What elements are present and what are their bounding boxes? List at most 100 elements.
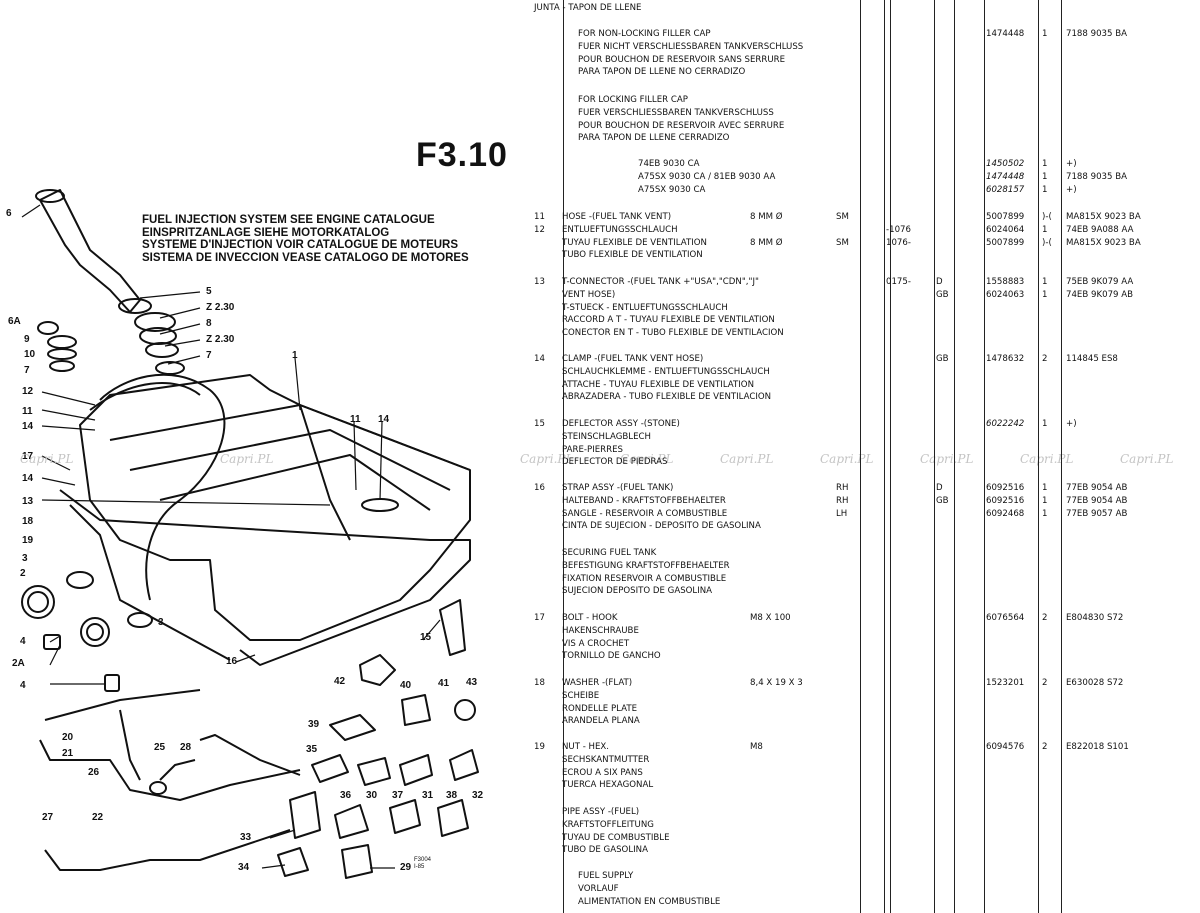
callout-label: 32 <box>472 790 484 801</box>
callout-label: 30 <box>366 790 378 801</box>
notice-line-de: EINSPRITZANLAGE SIEHE MOTORKATALOG <box>142 226 390 239</box>
variant: SM SM <box>836 212 849 248</box>
fuel-tank <box>79 374 471 641</box>
description-line: HOSE -(FUEL TANK VENT) <box>562 212 672 222</box>
callout-label: 6 <box>6 208 12 219</box>
part-number: 1558883 6024063 <box>986 277 1025 300</box>
part-number: 6094576 <box>986 742 1025 752</box>
specification: 8,4 X 19 X 3 <box>750 678 803 688</box>
callout-label: 12 <box>22 386 34 397</box>
callout-label: 10 <box>24 349 36 360</box>
callout-label: 13 <box>22 496 34 507</box>
item-number: 11 12 <box>534 212 545 235</box>
description-line: SCHEIBE <box>562 690 600 701</box>
engineering-number: E822018 S101 <box>1066 742 1129 752</box>
column-rule <box>890 0 891 913</box>
description-line: JUNTA - TAPON DE LLENE <box>534 3 642 13</box>
engineering-number: 77EB 9054 AB 77EB 9054 AB 77EB 9057 AB <box>1066 483 1128 519</box>
callout-label: 17 <box>22 451 34 462</box>
description-line: CONECTOR EN T - TUBO FLEXIBLE DE VENTILA… <box>562 328 784 339</box>
description-line: BEFESTIGUNG KRAFTSTOFFBEHAELTER <box>562 560 730 571</box>
callout-label: 20 <box>62 732 74 743</box>
description-line: A75SX 9030 CA <box>638 184 706 195</box>
market-code: D GB <box>936 483 949 506</box>
description-line: DEFLECTOR DE PIEDRAS <box>562 457 668 468</box>
notice-line-es: SISTEMA DE INVECCION VEASE CATALOGO DE M… <box>142 251 469 264</box>
diagram-ref-line: F3004 <box>414 857 432 863</box>
item-number: 13 <box>534 277 545 287</box>
column-rule <box>984 0 985 913</box>
description-line: FIXATION RESERVOIR A COMBUSTIBLE <box>562 573 727 584</box>
description: T-CONNECTOR -(FUEL TANK +"USA","CDN","J"… <box>562 276 784 340</box>
quantity: 2 <box>1042 354 1048 364</box>
callout-label: 28 <box>180 742 192 753</box>
description-line: PARA TAPON DE LLENE NO CERRADIZO <box>578 67 746 78</box>
callout-label: 34 <box>238 862 250 873</box>
watermark-text: Capri.PL <box>1020 452 1074 466</box>
item-number: 19 <box>534 742 545 752</box>
description-line: VENT HOSE) <box>562 289 616 300</box>
quantity: 1 <box>1042 419 1048 429</box>
description-line: HALTEBAND - KRAFTSTOFFBEHAELTER <box>562 495 726 506</box>
description-line: PARE-PIERRES <box>562 444 623 455</box>
callout-label: 18 <box>22 516 34 527</box>
callout-label: 36 <box>340 790 352 801</box>
callout-label: 41 <box>438 678 450 689</box>
description: JUNTA - TAPON DE LLENE <box>534 2 642 15</box>
part-number: 6092516 6092516 6092468 <box>986 483 1025 519</box>
parts-table: JUNTA - TAPON DE LLENE FOR NON-LOCKING FI… <box>530 0 1200 913</box>
watermark-text: Capri.PL <box>20 452 74 466</box>
part-number: 6076564 <box>986 613 1025 623</box>
quantity: 1 1 1 <box>1042 159 1048 195</box>
description-line: SECURING FUEL TANK <box>562 548 657 558</box>
part-number: 1474448 <box>986 29 1025 39</box>
engineering-number: MA815X 9023 BA 74EB 9A088 AA MA815X 9023… <box>1066 212 1141 248</box>
part-number: 6022242 <box>986 419 1025 429</box>
callout-label: 35 <box>306 744 318 755</box>
callout-label: 6A <box>8 316 21 327</box>
description-line: TUBO DE GASOLINA <box>562 845 648 856</box>
vent-hose <box>99 373 226 601</box>
specification: M8 X 100 <box>750 613 791 623</box>
description-line: ARANDELA PLANA <box>562 716 640 727</box>
description-line: PARA TAPON DE LLENE CERRADIZO <box>578 133 730 144</box>
description-line: NUT - HEX. <box>562 742 610 752</box>
notice-line-en: FUEL INJECTION SYSTEM SEE ENGINE CATALOG… <box>142 214 435 226</box>
callout-label: 37 <box>392 790 404 801</box>
sheet-code: F3.10 <box>416 136 508 174</box>
date-range: -1076 1076- <box>886 224 911 248</box>
description-line: SECHSKANTMUTTER <box>562 754 650 765</box>
injection-notice: FUEL INJECTION SYSTEM SEE ENGINE CATALOG… <box>142 214 469 264</box>
description-line: DEFLECTOR ASSY -(STONE) <box>562 419 680 429</box>
callout-label: 27 <box>42 812 54 823</box>
callout-label: 4 <box>20 680 26 691</box>
diagram-ref-line: I-85 <box>414 864 425 870</box>
callout-label: 7 <box>24 365 30 376</box>
callout-label: 29 <box>400 862 412 873</box>
callout-label: 21 <box>62 748 74 759</box>
callout-label: 25 <box>154 742 166 753</box>
callout-label: 9 <box>24 334 30 345</box>
description-line: RONDELLE PLATE <box>562 703 638 714</box>
callout-label: 19 <box>22 535 34 546</box>
description-line: ABRAZADERA - TUBO FLEXIBLE DE VENTILACIO… <box>562 392 772 403</box>
date-range: 0175- <box>886 277 911 287</box>
column-rule <box>860 0 861 913</box>
callout-label: 2 <box>20 568 26 579</box>
column-rule <box>954 0 955 913</box>
callout-label: 16 <box>226 656 238 667</box>
specification: 8 MM Ø 8 MM Ø <box>750 212 783 248</box>
callout-label: 14 <box>22 473 34 484</box>
description: HOSE -(FUEL TANK VENT)ENTLUEFTUNGSSCHLAU… <box>562 211 707 262</box>
column-rule <box>934 0 935 913</box>
item-number: 18 <box>534 678 545 688</box>
callout-label: 3 <box>158 617 164 628</box>
engineering-number: E804830 S72 <box>1066 613 1124 623</box>
callout-label: 2A <box>12 658 25 669</box>
